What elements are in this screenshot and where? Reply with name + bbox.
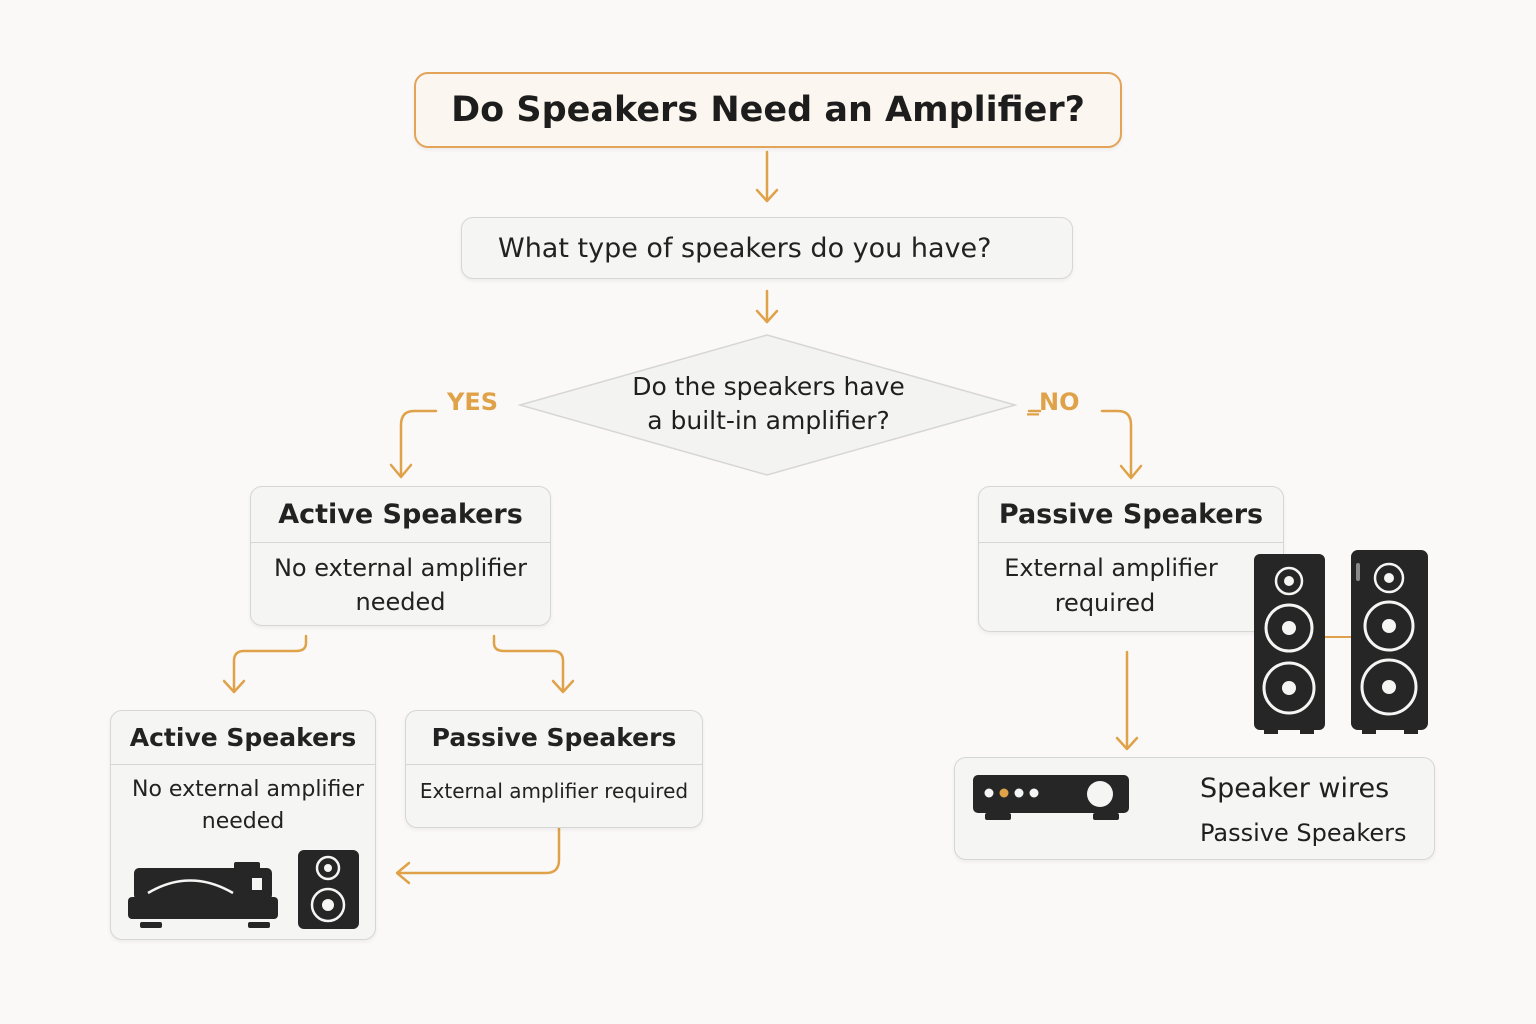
sub-active-card: Active Speakers No external amplifier ne… bbox=[110, 710, 376, 940]
passive-speakers-title: Passive Speakers bbox=[979, 487, 1283, 543]
arrow-yes bbox=[399, 409, 438, 478]
amplifier-setup-box: Speaker wires Passive Speakers bbox=[954, 757, 1435, 860]
sub-passive-card: Passive Speakers External amplifier requ… bbox=[405, 710, 703, 828]
arrow-passive-back bbox=[396, 813, 561, 875]
no-label: _NO bbox=[1027, 388, 1080, 416]
yes-label: YES bbox=[447, 388, 499, 416]
sub-passive-line-1: External amplifier required bbox=[419, 779, 689, 803]
passive-speakers-line-1: External amplifier bbox=[1004, 554, 1218, 582]
page-title-box: Do Speakers Need an Amplifier? bbox=[414, 72, 1122, 148]
active-speakers-card: Active Speakers No external amplifier ne… bbox=[250, 486, 551, 626]
decision-line-2: a built-in amplifier? bbox=[647, 406, 890, 435]
sub-active-line-1: No external amplifier bbox=[132, 777, 364, 802]
passive-speakers-line-2: required bbox=[1054, 589, 1156, 617]
active-speakers-title: Active Speakers bbox=[251, 487, 550, 543]
arrow-to-sub-active bbox=[232, 634, 308, 693]
question-box: What type of speakers do you have? bbox=[461, 217, 1073, 279]
active-speakers-line-2: needed bbox=[355, 588, 446, 616]
passive-speakers-card: Passive Speakers External amplifier requ… bbox=[978, 486, 1284, 632]
sub-active-title: Active Speakers bbox=[111, 711, 375, 765]
sub-active-line-2: needed bbox=[201, 809, 285, 834]
active-speakers-line-1: No external amplifier bbox=[273, 554, 528, 582]
page-title: Do Speakers Need an Amplifier? bbox=[451, 90, 1085, 130]
sub-passive-title: Passive Speakers bbox=[406, 711, 702, 765]
speaker-wires-label: Speaker wires bbox=[1200, 773, 1390, 804]
question-text: What type of speakers do you have? bbox=[498, 232, 992, 264]
setup-passive-label: Passive Speakers bbox=[1200, 819, 1407, 847]
arrow-to-sub-passive bbox=[492, 634, 565, 693]
decision-line-1: Do the speakers have bbox=[632, 372, 905, 401]
